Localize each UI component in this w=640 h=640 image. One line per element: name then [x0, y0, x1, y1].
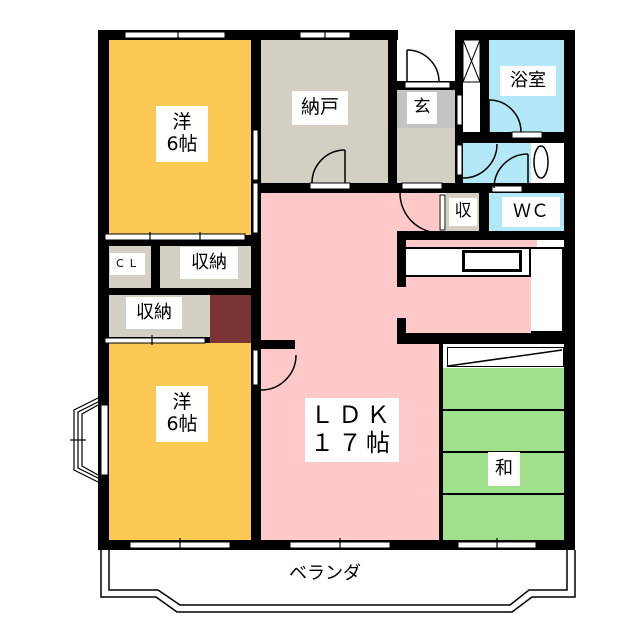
label-closet-upper: 収納: [180, 247, 238, 279]
pillar: [210, 295, 251, 343]
label-ldk: ＬＤＫ １７帖: [305, 398, 399, 462]
stove: [462, 250, 522, 272]
wall-nando-right: [388, 30, 397, 193]
wall-top-left: [98, 30, 398, 40]
wall-ldk-top-left: [251, 340, 295, 349]
wall-closet-mid: [98, 288, 261, 295]
wall-closet-div: [151, 246, 160, 288]
wall-kitchen-left: [397, 231, 406, 287]
label-western-room-top: 洋 6帖: [156, 106, 208, 162]
label-closet-lower: 収納: [126, 297, 182, 329]
label-toilet: ＷＣ: [502, 197, 560, 227]
label-entrance: 玄: [407, 92, 437, 124]
wall-top-right: [455, 30, 575, 40]
label-veranda: ベランダ: [289, 562, 361, 584]
label-closet-cl: ＣＬ: [110, 253, 145, 275]
label-storage-room: 納戸: [292, 91, 348, 125]
label-western-room-bottom: 洋 6帖: [156, 386, 208, 442]
label-washitsu: 和: [488, 452, 520, 486]
wall-bath-inner: [480, 30, 489, 134]
label-small-storage: 収: [449, 198, 477, 226]
label-bathroom: 浴室: [500, 66, 556, 96]
wall-washitsu-top: [397, 333, 575, 344]
wall-storage-sides: [479, 193, 489, 238]
kitchen-counter-return: [531, 247, 564, 333]
entrance-lower: [397, 128, 457, 183]
wall-kitchen-top: [397, 231, 575, 240]
wall-washitsu-left: [439, 343, 443, 543]
wall-kitchen-stub: [397, 318, 406, 343]
wall-right: [564, 30, 575, 550]
